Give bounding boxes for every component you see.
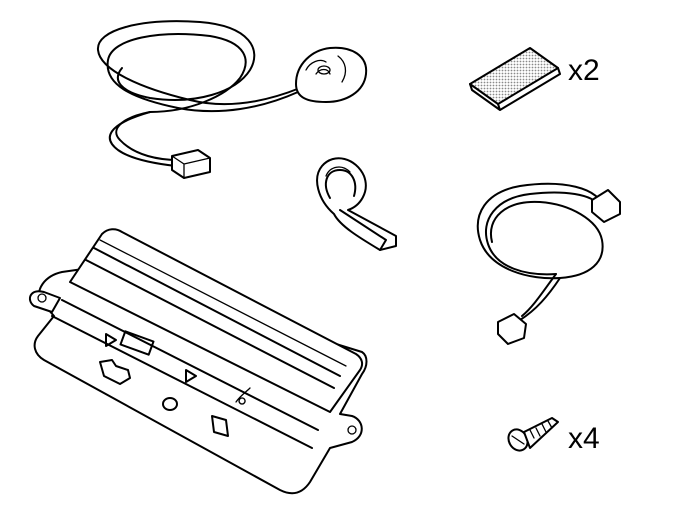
screw-quantity-label: x4 [568, 422, 600, 455]
control-unit-icon [28, 228, 368, 495]
foam-pad-icon [469, 47, 561, 111]
velcro-strip-icon [316, 157, 397, 251]
sensor-cable-icon [96, 20, 368, 179]
pad-quantity-label: x2 [568, 54, 600, 87]
screw-icon [507, 417, 559, 452]
connector-cable-icon [476, 182, 621, 345]
